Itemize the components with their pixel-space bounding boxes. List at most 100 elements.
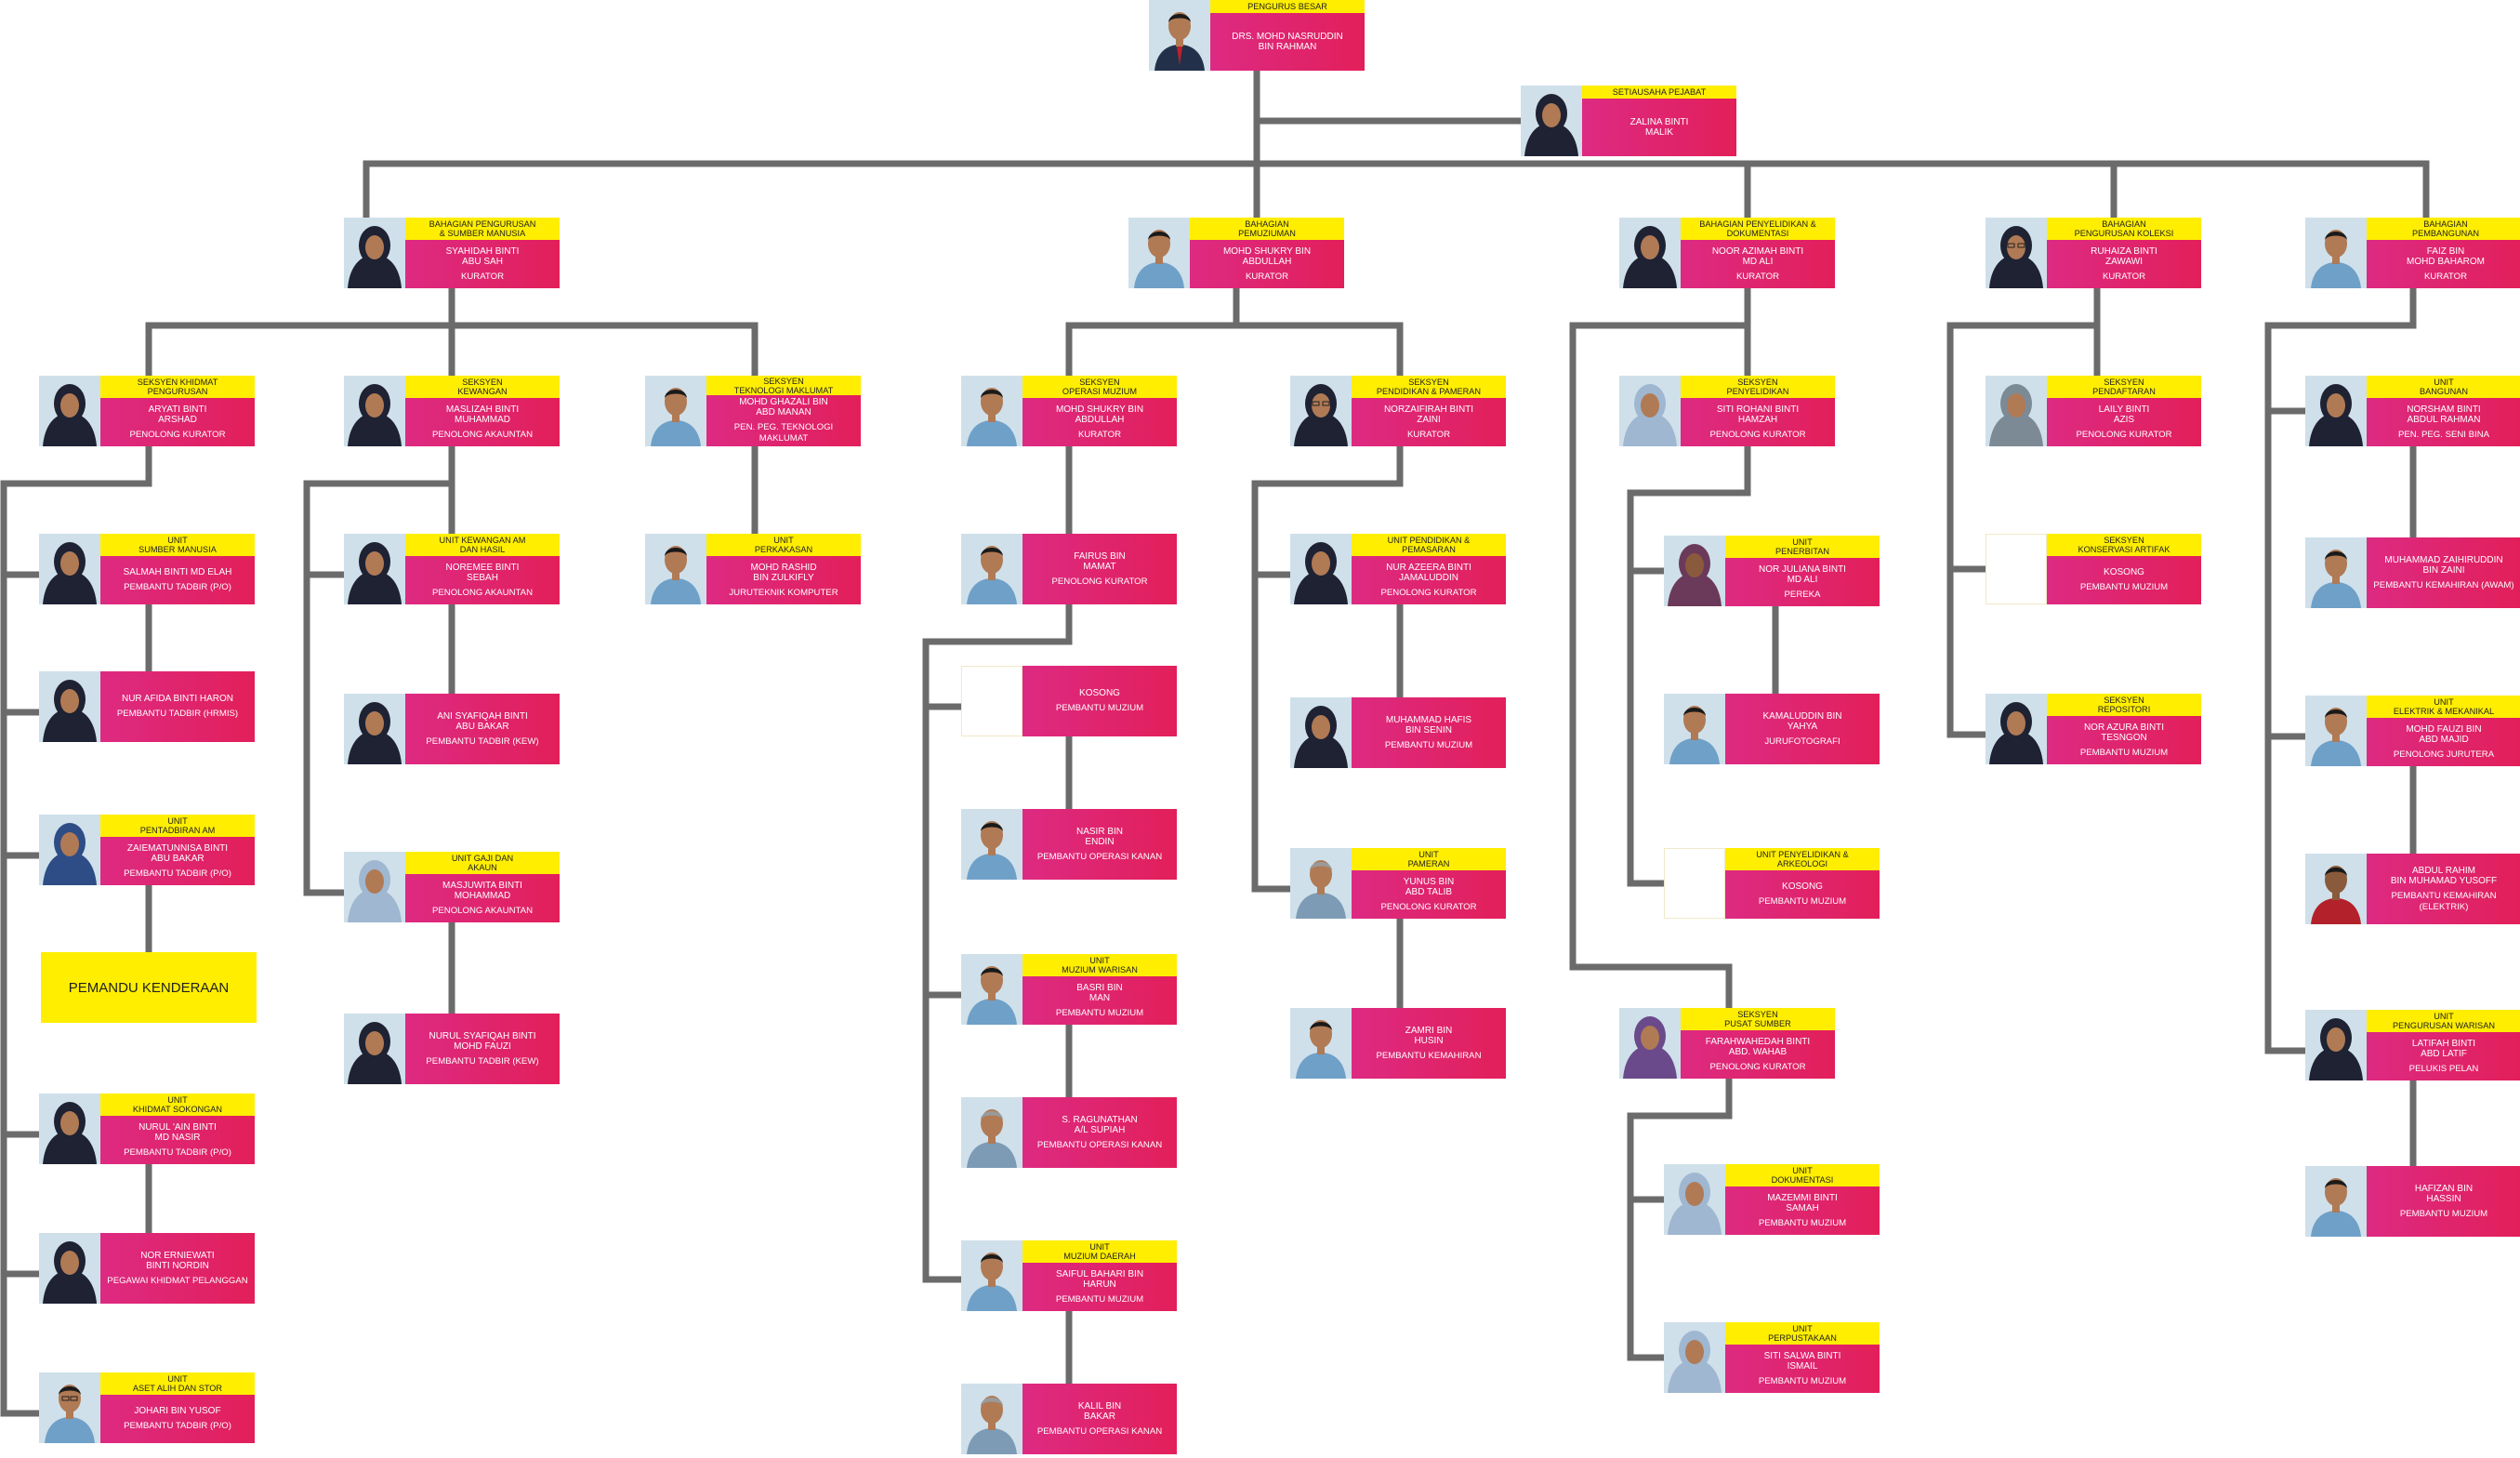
person-info: DRS. MOHD NASRUDDIN BIN RAHMAN <box>1210 13 1365 71</box>
empty-photo-placeholder <box>1986 534 2047 604</box>
person-position: PEMBANTU TADBIR (KEW) <box>426 736 539 747</box>
person-photo <box>1619 218 1681 288</box>
person-photo <box>645 376 706 446</box>
unit-title: SEKSYEN PENYELIDIKAN <box>1681 376 1835 398</box>
person-name: MUHAMMAD HAFIS BIN SENIN <box>1385 714 1472 736</box>
person-photo <box>1290 534 1352 604</box>
person-photo <box>2305 218 2367 288</box>
person-position: JURUTEKNIK KOMPUTER <box>729 587 838 598</box>
person-name: KOSONG <box>2104 567 2144 577</box>
person-name: NOR AZURA BINTI TESNGON <box>2083 722 2165 743</box>
unit-title: SEKSYEN TEKNOLOGI MAKLUMAT <box>706 376 861 395</box>
person-position: KURATOR <box>2423 271 2468 282</box>
person-photo <box>961 376 1023 446</box>
person-position: PEN. PEG. TEKNOLOGI MAKLUMAT <box>733 422 834 444</box>
person-position: PENOLONG KURATOR <box>1051 576 1148 587</box>
person-name: NORSHAM BINTI ABDUL RAHMAN <box>2407 404 2481 425</box>
person-position: KURATOR <box>1077 429 1122 440</box>
person-position: JURUFOTOGRAFI <box>1764 736 1841 747</box>
person-photo <box>1986 218 2047 288</box>
unit-title: UNIT PENTADBIRAN AM <box>100 815 255 837</box>
person-photo <box>344 852 405 922</box>
unit-title: SEKSYEN PENDAFTARAN <box>2047 376 2201 398</box>
unit-title: UNIT KHIDMAT SOKONGAN <box>100 1094 255 1116</box>
person-name: NOR JULIANA BINTI MD ALI <box>1759 563 1846 585</box>
person-name: HAFIZAN BIN HASSIN <box>2414 1183 2474 1204</box>
person-name: SALMAH BINTI MD ELAH <box>123 567 232 577</box>
person-position: PEMBANTU MUZIUM <box>1055 1293 1144 1305</box>
person-position: PENOLONG KURATOR <box>2076 429 2172 440</box>
person-photo <box>344 694 405 764</box>
person-photo <box>2305 696 2367 766</box>
person-position: PEMBANTU OPERASI KANAN <box>1036 851 1163 862</box>
unit-title: SEKSYEN KHIDMAT PENGURUSAN <box>100 376 255 398</box>
person-name: JOHARI BIN YUSOF <box>134 1406 221 1416</box>
person-name: MOHD GHAZALI BIN ABD MANAN <box>739 397 828 418</box>
person-name: KAMALUDDIN BIN YAHYA <box>1762 710 1842 732</box>
person-name: BASRI BIN MAN <box>1076 982 1123 1003</box>
person-name: FARAHWAHEDAH BINTI ABD. WAHAB <box>1705 1036 1811 1057</box>
person-photo <box>2305 854 2367 924</box>
person-info: ZALINA BINTI MALIK <box>1582 99 1736 156</box>
unit-title: SEKSYEN PENDIDIKAN & PAMERAN <box>1352 376 1506 398</box>
person-position: PEMBANTU KEMAHIRAN (ELEKTRIK) <box>2391 890 2497 912</box>
person-photo <box>39 815 100 885</box>
person-name: MUHAMMAD ZAIHIRUDDIN BIN ZAINI <box>2384 554 2503 576</box>
person-name: LAILY BINTI AZIS <box>2098 404 2150 425</box>
person-position: PEGAWAI KHIDMAT PELANGGAN <box>107 1275 248 1286</box>
person-photo <box>1521 86 1582 156</box>
person-photo <box>344 218 405 288</box>
unit-title: UNIT GAJI DAN AKAUN <box>405 852 560 874</box>
person-photo <box>1664 1164 1725 1235</box>
person-position: PENOLONG KURATOR <box>1709 429 1806 440</box>
person-photo <box>39 1094 100 1164</box>
person-photo <box>344 376 405 446</box>
person-photo <box>1664 536 1725 606</box>
person-photo <box>961 1384 1023 1454</box>
person-name: NUR AFIDA BINTI HARON <box>121 694 233 704</box>
